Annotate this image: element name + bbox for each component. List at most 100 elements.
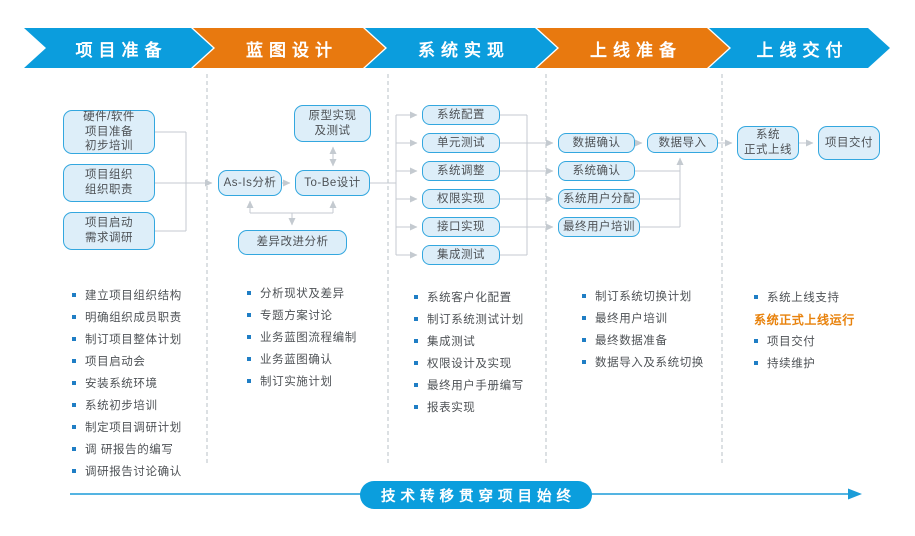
task-list-blueprint: 分析现状及差异 专题方案讨论 业务蓝图流程编制 业务蓝图确认 制订实施计划 bbox=[247, 287, 357, 397]
list-item: 专题方案讨论 bbox=[247, 309, 357, 322]
list-item-label: 权限设计及实现 bbox=[427, 358, 512, 370]
list-item: 系统初步培训 bbox=[72, 399, 182, 412]
list-item: 业务蓝图流程编制 bbox=[247, 331, 357, 344]
bullet-icon bbox=[247, 313, 251, 317]
list-item-label: 最终数据准备 bbox=[595, 335, 668, 347]
node-integration-test: 集成测试 bbox=[422, 245, 500, 265]
phase-band-delivery: 上线交付 bbox=[709, 28, 890, 68]
bullet-icon bbox=[72, 315, 76, 319]
list-item: 调 研报告的编写 bbox=[72, 443, 182, 456]
list-item-label: 集成测试 bbox=[427, 336, 476, 348]
list-item-label: 制订项目整体计划 bbox=[85, 334, 182, 346]
node-gap-analysis: 差异改进分析 bbox=[238, 230, 347, 255]
list-item: 系统上线支持 bbox=[754, 291, 855, 304]
node-user-training: 最终用户培训 bbox=[558, 217, 640, 237]
bullet-icon bbox=[754, 361, 758, 365]
node-project-delivery: 项目交付 bbox=[818, 126, 880, 160]
node-project-org: 项目组织 组织职责 bbox=[63, 164, 155, 202]
list-item-label: 数据导入及系统切换 bbox=[595, 357, 704, 369]
bullet-icon bbox=[414, 383, 418, 387]
phase-label: 上线交付 bbox=[756, 40, 849, 60]
list-item: 最终用户培训 bbox=[582, 312, 704, 325]
list-item-label: 持续维护 bbox=[767, 358, 816, 370]
list-item-label: 项目交付 bbox=[767, 336, 816, 348]
list-item-label: 系统上线支持 bbox=[767, 292, 840, 304]
list-item: 制订项目整体计划 bbox=[72, 333, 182, 346]
node-hw-sw-prep: 硬件/软件 项目准备 初步培训 bbox=[63, 110, 155, 154]
node-system-adjust: 系统调整 bbox=[422, 161, 500, 181]
node-asis-analysis: As-Is分析 bbox=[218, 170, 282, 196]
list-item-label: 制订系统切换计划 bbox=[595, 291, 692, 303]
column-separator-dashed bbox=[206, 74, 723, 466]
list-item: 持续维护 bbox=[754, 357, 855, 370]
list-item: 数据导入及系统切换 bbox=[582, 356, 704, 369]
list-item: 明确组织成员职责 bbox=[72, 311, 182, 324]
list-item-label: 安装系统环境 bbox=[85, 378, 158, 390]
bullet-icon bbox=[72, 293, 76, 297]
node-data-import: 数据导入 bbox=[647, 133, 718, 153]
golive-highlight-text: 系统正式上线运行 bbox=[754, 313, 855, 327]
bullet-icon bbox=[414, 339, 418, 343]
bullet-icon bbox=[247, 357, 251, 361]
bullet-icon bbox=[72, 469, 76, 473]
phase-band-realization: 系统实现 bbox=[365, 28, 557, 68]
list-item: 建立项目组织结构 bbox=[72, 289, 182, 302]
list-item-label: 系统客户化配置 bbox=[427, 292, 512, 304]
phase-label: 蓝图设计 bbox=[246, 40, 338, 60]
list-item-label: 报表实现 bbox=[427, 402, 476, 414]
bullet-icon bbox=[582, 338, 586, 342]
list-item-label: 调研报告讨论确认 bbox=[85, 466, 182, 478]
node-tobe-design: To-Be设计 bbox=[295, 170, 370, 196]
banner-label: 技术转移贯穿项目始终 bbox=[381, 488, 576, 505]
list-item-label: 调 研报告的编写 bbox=[85, 444, 174, 456]
list-item-label: 制订实施计划 bbox=[260, 376, 333, 388]
list-item: 最终用户手册编写 bbox=[414, 379, 524, 392]
bullet-icon bbox=[414, 317, 418, 321]
bullet-icon bbox=[754, 339, 758, 343]
phase-band-golive-prep: 上线准备 bbox=[537, 28, 729, 68]
list-item-label: 制订系统测试计划 bbox=[427, 314, 524, 326]
node-prototype-test: 原型实现 及测试 bbox=[294, 105, 371, 142]
list-item: 业务蓝图确认 bbox=[247, 353, 357, 366]
list-item-label: 项目启动会 bbox=[85, 356, 146, 368]
list-item: 分析现状及差异 bbox=[247, 287, 357, 300]
bullet-icon bbox=[72, 447, 76, 451]
list-item: 最终数据准备 bbox=[582, 334, 704, 347]
list-item-label: 明确组织成员职责 bbox=[85, 312, 182, 324]
node-user-assign: 系统用户分配 bbox=[558, 189, 640, 209]
list-item-label: 建立项目组织结构 bbox=[85, 290, 182, 302]
tech-transfer-banner: 技术转移贯穿项目始终 bbox=[360, 481, 592, 509]
list-item: 集成测试 bbox=[414, 335, 524, 348]
list-item: 项目交付 bbox=[754, 335, 855, 348]
list-item: 系统客户化配置 bbox=[414, 291, 524, 304]
bullet-icon bbox=[72, 425, 76, 429]
list-item: 调研报告讨论确认 bbox=[72, 465, 182, 478]
node-kickoff-survey: 项目启动 需求调研 bbox=[63, 212, 155, 250]
list-item-label: 业务蓝图确认 bbox=[260, 354, 333, 366]
node-system-confirm: 系统确认 bbox=[558, 161, 635, 181]
node-data-confirm: 数据确认 bbox=[558, 133, 635, 153]
bullet-icon bbox=[72, 359, 76, 363]
bullet-icon bbox=[582, 294, 586, 298]
task-list-project-prep: 建立项目组织结构 明确组织成员职责 制订项目整体计划 项目启动会 安装系统环境 … bbox=[72, 289, 182, 487]
bullet-icon bbox=[414, 361, 418, 365]
node-interface-impl: 接口实现 bbox=[422, 217, 500, 237]
list-item-label: 制定项目调研计划 bbox=[85, 422, 182, 434]
list-item-label: 最终用户手册编写 bbox=[427, 380, 524, 392]
node-authority-impl: 权限实现 bbox=[422, 189, 500, 209]
task-list-delivery: 系统上线支持 系统正式上线运行 项目交付 持续维护 bbox=[754, 291, 855, 379]
node-system-config: 系统配置 bbox=[422, 105, 500, 125]
bullet-icon bbox=[72, 381, 76, 385]
bullet-icon bbox=[72, 403, 76, 407]
list-item: 安装系统环境 bbox=[72, 377, 182, 390]
list-item: 制订系统切换计划 bbox=[582, 290, 704, 303]
phase-band-project-prep: 项目准备 bbox=[24, 28, 213, 68]
list-item: 报表实现 bbox=[414, 401, 524, 414]
node-system-golive: 系统 正式上线 bbox=[737, 126, 799, 160]
list-item-label: 最终用户培训 bbox=[595, 313, 668, 325]
list-item-label: 业务蓝图流程编制 bbox=[260, 332, 357, 344]
bullet-icon bbox=[754, 295, 758, 299]
list-item: 制定项目调研计划 bbox=[72, 421, 182, 434]
phase-band-blueprint: 蓝图设计 bbox=[193, 28, 385, 68]
